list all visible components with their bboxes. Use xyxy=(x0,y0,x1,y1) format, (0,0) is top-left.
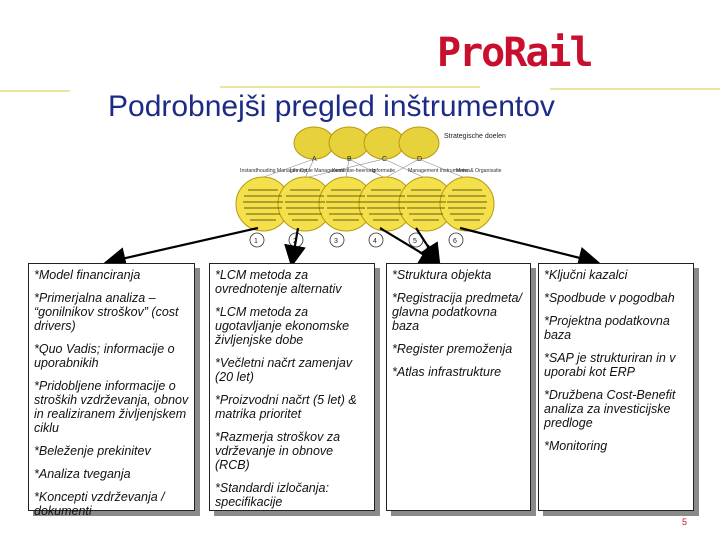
header-2: Life Cycle Management xyxy=(290,168,345,174)
column-headers: Instandhouding Management Life Cycle Man… xyxy=(240,168,502,174)
circle-letter-a: A xyxy=(312,156,317,163)
box1-item: *Pridobljene informacije o stroških vzdr… xyxy=(34,379,189,435)
number-3: 3 xyxy=(334,238,338,245)
divider-line-right xyxy=(550,88,720,90)
box4-item: *Projektna podatkovna baza xyxy=(544,314,670,342)
header-5: Management Instrumenten xyxy=(408,168,470,174)
box1-item: *Koncepti vzdrževanja / dokumenti xyxy=(34,490,165,518)
circle-text-lines xyxy=(243,189,487,221)
box2-item: *Standardi izločanja: specifikacije xyxy=(215,481,329,509)
box3-item: *Struktura objekta xyxy=(392,268,492,282)
box4-item: *Monitoring xyxy=(544,439,608,453)
box1-item: *Beleženje prekinitev xyxy=(34,444,151,458)
header-4: Informatie xyxy=(372,168,395,174)
header-6: Mens & Organisatie xyxy=(456,168,502,174)
box1-item: *Primerjalna analiza – “gonilnikov stroš… xyxy=(34,291,179,333)
box4-item: *Ključni kazalci xyxy=(544,268,628,282)
number-markers: 1 2 3 4 5 6 xyxy=(249,232,464,248)
connector-lines xyxy=(260,158,466,179)
header-1: Instandhouding Management xyxy=(240,168,308,174)
page-title: Podrobnejši pregled inštrumentov xyxy=(108,90,555,123)
box1-item: *Quo Vadis; informacije o uporabnikih xyxy=(34,342,175,370)
divider-line-mid xyxy=(220,86,480,88)
box4-item: *Spodbude v pogodbah xyxy=(544,291,675,305)
box1-item: *Analiza tveganja xyxy=(34,467,131,481)
instruments-box-4: *Ključni kazalci *Spodbude v pogodbah *P… xyxy=(538,263,694,511)
box3-item: *Atlas infrastrukture xyxy=(392,365,502,379)
instruments-box-3: *Struktura objekta *Registracija predmet… xyxy=(386,263,531,511)
box4-item: *SAP je strukturiran in v uporabi kot ER… xyxy=(544,351,676,379)
arrow-to-box-3b xyxy=(415,227,441,266)
box1-item: *Model financiranja xyxy=(34,268,141,282)
number-6: 6 xyxy=(453,238,457,245)
header-3: Kostenbe-heersing xyxy=(332,168,376,174)
box2-item: *LCM metoda za ugotavljanje ekonomske ži… xyxy=(215,305,350,347)
strategic-circle-a xyxy=(293,126,335,160)
instruments-box-1: *Model financiranja *Primerjalna analiza… xyxy=(28,263,195,518)
arrow-to-box-3 xyxy=(379,227,442,266)
box2-item: *Proizvodni načrt (5 let) & matrika prio… xyxy=(215,393,357,421)
box3-item: *Register premoženja xyxy=(392,342,513,356)
page-number: 5 xyxy=(682,517,688,527)
instrument-circles xyxy=(235,176,495,232)
number-4: 4 xyxy=(373,238,377,245)
box2-item: *Večletni načrt zamenjav (20 let) xyxy=(215,356,353,384)
arrow-to-box-1 xyxy=(103,226,259,269)
divider-line-left xyxy=(0,90,70,92)
strategic-label: Strategische doelen xyxy=(444,133,506,140)
logo-rail-text: Rail xyxy=(503,30,593,76)
number-5: 5 xyxy=(413,238,417,245)
box2-item: *Razmerja stroškov za vdrževanje in obno… xyxy=(215,430,341,472)
strategic-circle-d xyxy=(398,126,440,160)
instruments-box-2: *LCM metoda za ovrednotenje alternativ *… xyxy=(209,263,375,511)
box4-item: *Družbena Cost-Benefit analiza za invest… xyxy=(544,388,676,430)
arrow-to-box-2 xyxy=(284,227,306,268)
box3-item: *Registracija predmeta/ glavna podatkovn… xyxy=(392,291,522,333)
prorail-logo: ProRail xyxy=(437,30,617,76)
strategic-circle-b xyxy=(328,126,370,160)
box2-item: *LCM metoda za ovrednotenje alternativ xyxy=(215,268,342,296)
strategic-circle-c xyxy=(363,126,405,160)
instrument-circle-6 xyxy=(439,176,495,232)
arrows xyxy=(103,226,601,269)
number-1: 1 xyxy=(254,238,258,245)
logo-pro-text: Pro xyxy=(437,30,505,76)
strategic-goals-group: A B C D Strategische doelen xyxy=(293,126,506,163)
arrow-to-box-4 xyxy=(459,226,601,269)
